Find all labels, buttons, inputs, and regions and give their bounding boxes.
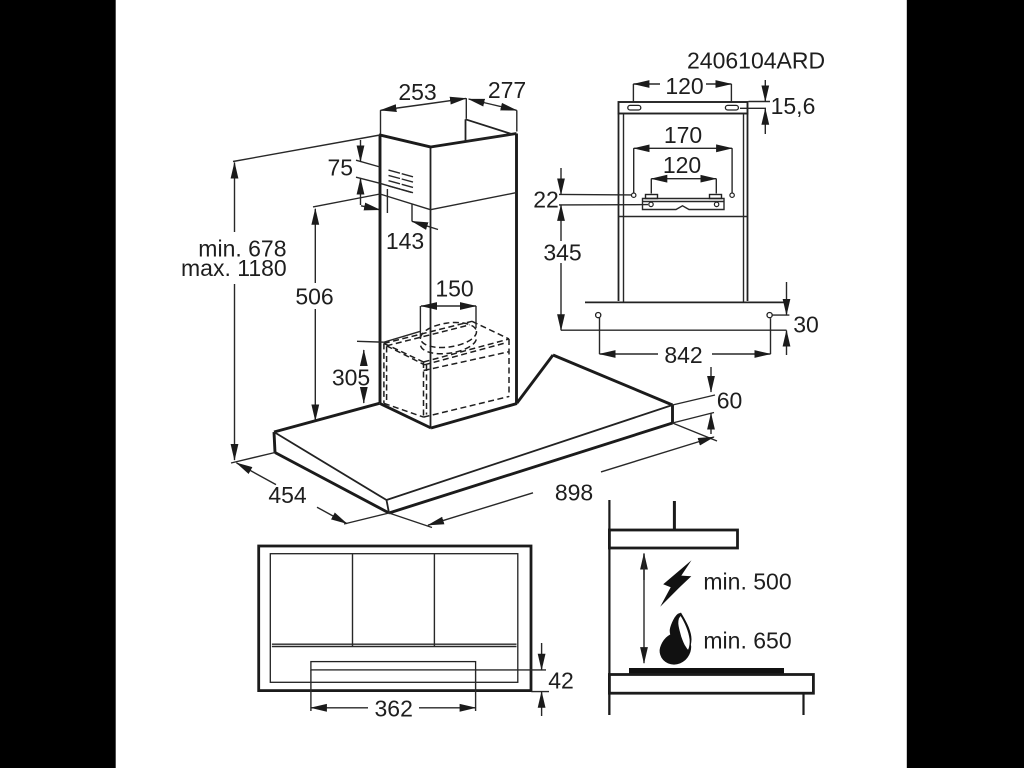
svg-text:min. 500: min. 500 xyxy=(703,569,791,595)
svg-text:2406104ARD: 2406104ARD xyxy=(687,48,825,74)
svg-text:120: 120 xyxy=(663,152,701,178)
svg-text:30: 30 xyxy=(793,311,819,337)
svg-text:120: 120 xyxy=(665,73,703,99)
svg-text:75: 75 xyxy=(328,154,354,180)
svg-text:253: 253 xyxy=(398,79,436,105)
svg-text:842: 842 xyxy=(664,342,702,368)
svg-text:min. 678: min. 678 xyxy=(198,236,286,262)
svg-text:305: 305 xyxy=(332,364,370,390)
svg-text:362: 362 xyxy=(375,696,413,722)
svg-text:min. 650: min. 650 xyxy=(703,627,791,653)
svg-text:170: 170 xyxy=(664,122,702,148)
svg-text:22: 22 xyxy=(533,186,559,212)
svg-text:898: 898 xyxy=(555,479,593,505)
svg-text:345: 345 xyxy=(543,239,581,265)
svg-text:15,6: 15,6 xyxy=(771,93,816,119)
svg-text:60: 60 xyxy=(717,388,743,414)
svg-text:150: 150 xyxy=(435,275,473,301)
svg-text:277: 277 xyxy=(488,77,526,103)
svg-text:max. 1180: max. 1180 xyxy=(181,255,287,281)
svg-text:506: 506 xyxy=(295,283,333,309)
svg-text:42: 42 xyxy=(548,668,574,694)
svg-text:454: 454 xyxy=(268,482,307,508)
svg-text:143: 143 xyxy=(386,228,424,254)
